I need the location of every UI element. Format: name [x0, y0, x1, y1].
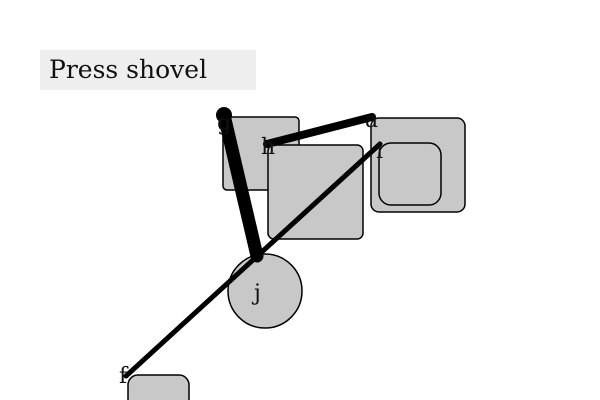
connector-g-j — [217, 108, 264, 263]
label-i: i — [376, 139, 383, 164]
instruction-text: Press shovel — [49, 55, 208, 84]
instruction-banner: Press shovel — [40, 50, 256, 90]
shape-f[interactable] — [127, 374, 190, 400]
shape-i[interactable] — [378, 142, 442, 206]
label-j: j — [251, 281, 261, 306]
connector-i-f — [123, 141, 383, 379]
shape-h[interactable] — [267, 144, 364, 240]
shape-j[interactable] — [227, 253, 303, 329]
connector-g-endpoint — [216, 107, 232, 123]
label-h: h — [261, 135, 275, 160]
label-g: g — [217, 111, 231, 136]
connector-h-a — [263, 113, 376, 148]
label-a: a — [365, 108, 378, 133]
label-f: f — [119, 364, 129, 389]
